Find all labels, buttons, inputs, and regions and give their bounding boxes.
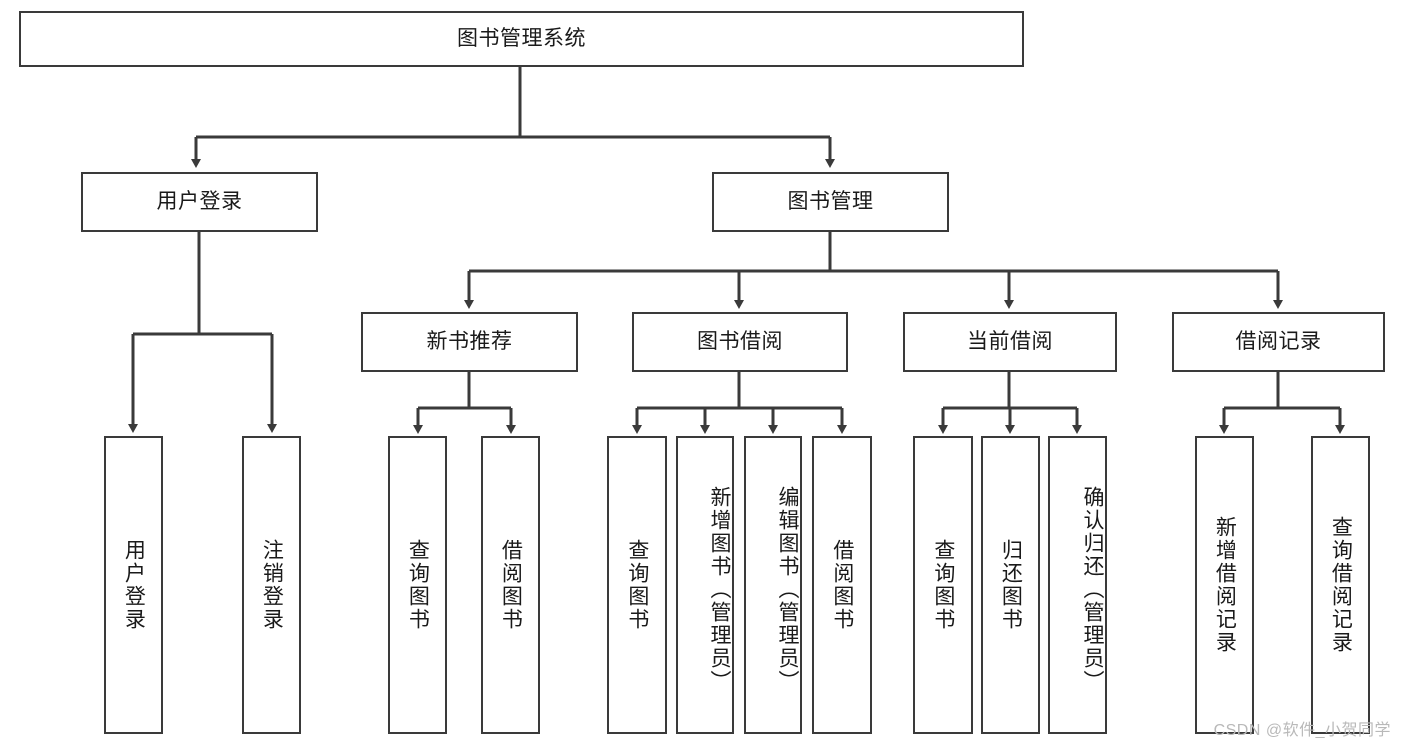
node-leaf-query-book-2[interactable]: 查询图书 <box>607 436 667 734</box>
node-leaf-borrow-book-1-label: 借阅图书 <box>499 539 523 631</box>
node-leaf-return-book-label: 归还图书 <box>999 539 1023 631</box>
node-new-book-rec[interactable]: 新书推荐 <box>361 312 578 372</box>
node-leaf-query-record[interactable]: 查询借阅记录 <box>1311 436 1370 734</box>
node-leaf-add-record[interactable]: 新增借阅记录 <box>1195 436 1254 734</box>
node-leaf-user-login[interactable]: 用户登录 <box>104 436 163 734</box>
node-leaf-edit-book-label: 编辑图书（管理员） <box>776 485 799 693</box>
node-user-login-label: 用户登录 <box>156 190 243 214</box>
node-root[interactable]: 图书管理系统 <box>19 11 1024 67</box>
node-new-book-rec-label: 新书推荐 <box>426 330 513 354</box>
node-current-borrow-label: 当前借阅 <box>967 330 1053 354</box>
node-book-manage-label: 图书管理 <box>787 190 874 214</box>
node-borrow-record[interactable]: 借阅记录 <box>1172 312 1385 372</box>
node-leaf-query-book-3[interactable]: 查询图书 <box>913 436 973 734</box>
node-current-borrow[interactable]: 当前借阅 <box>903 312 1117 372</box>
node-leaf-borrow-book-1[interactable]: 借阅图书 <box>481 436 540 734</box>
node-leaf-borrow-book-2[interactable]: 借阅图书 <box>812 436 872 734</box>
node-leaf-user-logout[interactable]: 注销登录 <box>242 436 301 734</box>
node-book-borrow[interactable]: 图书借阅 <box>632 312 848 372</box>
node-leaf-query-record-label: 查询借阅记录 <box>1329 516 1353 654</box>
watermark-text: CSDN @软件_小贺同学 <box>1213 722 1391 739</box>
node-leaf-add-book[interactable]: 新增图书（管理员） <box>676 436 734 734</box>
node-user-login[interactable]: 用户登录 <box>81 172 318 232</box>
node-leaf-query-book-1-label: 查询图书 <box>406 539 430 631</box>
node-book-borrow-label: 图书借阅 <box>697 330 783 354</box>
node-leaf-add-record-label: 新增借阅记录 <box>1213 516 1237 654</box>
node-leaf-add-book-label: 新增图书（管理员） <box>708 485 731 693</box>
node-root-label: 图书管理系统 <box>457 27 586 51</box>
node-leaf-query-book-2-label: 查询图书 <box>625 539 649 631</box>
node-leaf-borrow-book-2-label: 借阅图书 <box>830 539 854 631</box>
node-book-manage[interactable]: 图书管理 <box>712 172 949 232</box>
node-leaf-return-book[interactable]: 归还图书 <box>981 436 1040 734</box>
node-leaf-confirm-return[interactable]: 确认归还（管理员） <box>1048 436 1107 734</box>
node-borrow-record-label: 借阅记录 <box>1235 330 1322 354</box>
node-leaf-query-book-1[interactable]: 查询图书 <box>388 436 447 734</box>
node-leaf-user-login-label: 用户登录 <box>122 539 146 631</box>
node-leaf-user-logout-label: 注销登录 <box>260 539 284 631</box>
node-leaf-edit-book[interactable]: 编辑图书（管理员） <box>744 436 802 734</box>
node-leaf-query-book-3-label: 查询图书 <box>931 539 955 631</box>
node-leaf-confirm-return-label: 确认归还（管理员） <box>1081 485 1104 693</box>
